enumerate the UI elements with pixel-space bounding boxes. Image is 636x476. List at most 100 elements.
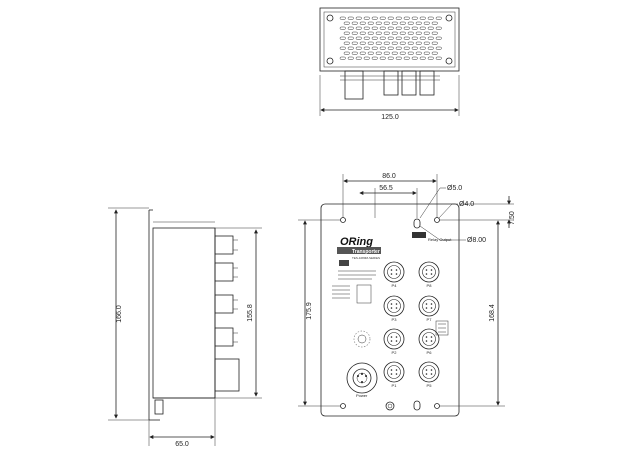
vent-slot bbox=[403, 56, 410, 60]
vent-slot bbox=[343, 31, 350, 35]
m12-port: P4 bbox=[383, 261, 405, 288]
side-connector bbox=[214, 294, 234, 314]
vent-slot bbox=[419, 26, 426, 30]
vent-slot bbox=[339, 46, 346, 50]
vent-slot bbox=[391, 41, 398, 45]
port-label: P8 bbox=[427, 283, 433, 288]
vent-slot bbox=[427, 36, 434, 40]
vent-slot bbox=[339, 16, 346, 20]
depth-dimension: 65.0 bbox=[175, 441, 189, 448]
vent-slot bbox=[391, 21, 398, 25]
vent-slot bbox=[371, 16, 378, 20]
panel-height-dimension: 175.9 bbox=[306, 302, 313, 320]
side-connector bbox=[214, 358, 240, 392]
port-label: P6 bbox=[427, 350, 433, 355]
top-view-inner-frame bbox=[323, 11, 456, 68]
vent-slot bbox=[435, 36, 442, 40]
vent-slot bbox=[399, 51, 406, 55]
vent-slot bbox=[355, 16, 362, 20]
vent-slot bbox=[387, 36, 394, 40]
vent-slot bbox=[415, 21, 422, 25]
vent-slot bbox=[395, 26, 402, 30]
vent-slot bbox=[431, 51, 438, 55]
vent-slot bbox=[419, 16, 426, 20]
front-panel bbox=[320, 203, 460, 417]
vent-slot bbox=[435, 26, 442, 30]
screw-icon bbox=[326, 57, 334, 65]
vent-slot bbox=[383, 51, 390, 55]
m12-port: P3 bbox=[383, 295, 405, 322]
vent-slot bbox=[347, 26, 354, 30]
vent-slot bbox=[367, 21, 374, 25]
vent-slot bbox=[423, 41, 430, 45]
vent-slot bbox=[427, 26, 434, 30]
power-connector-inner bbox=[352, 368, 372, 388]
vent-slot bbox=[363, 26, 370, 30]
relay-label: Relay Output bbox=[428, 237, 452, 242]
vent-slot bbox=[379, 26, 386, 30]
small-hole-diameter: Ø4.0 bbox=[459, 201, 474, 208]
vent-slot bbox=[375, 21, 382, 25]
keyhole-icon bbox=[413, 400, 421, 411]
vent-slot bbox=[407, 31, 414, 35]
height-dimension: 166.0 bbox=[116, 305, 123, 323]
port-label: P3 bbox=[392, 317, 398, 322]
vent-slot bbox=[403, 26, 410, 30]
vent-slot bbox=[359, 41, 366, 45]
vent-slot bbox=[387, 56, 394, 60]
connector-housing bbox=[401, 70, 417, 96]
ground-screw-icon bbox=[387, 403, 393, 409]
product-subtitle: TES-1080M-SERIES bbox=[352, 256, 380, 260]
m12-port: P2 bbox=[383, 328, 405, 355]
vent-slot bbox=[407, 41, 414, 45]
console-port-icon bbox=[353, 330, 371, 348]
vent-slot bbox=[419, 46, 426, 50]
vent-slot bbox=[379, 46, 386, 50]
vent-slot bbox=[407, 21, 414, 25]
hole-pitch-dimension: 168.4 bbox=[489, 304, 496, 322]
vent-slot bbox=[363, 36, 370, 40]
vent-slot bbox=[367, 31, 374, 35]
vent-slot bbox=[431, 21, 438, 25]
vent-slot bbox=[427, 16, 434, 20]
vent-slot-grid bbox=[339, 16, 442, 60]
keyhole-icon bbox=[413, 218, 421, 229]
vent-slot bbox=[399, 41, 406, 45]
top-offset-dimension: 7.50 bbox=[509, 211, 516, 225]
vent-slot bbox=[427, 46, 434, 50]
vent-slot bbox=[355, 46, 362, 50]
screw-icon bbox=[445, 14, 453, 22]
port-label: P2 bbox=[392, 350, 398, 355]
vent-slot bbox=[379, 36, 386, 40]
vent-slot bbox=[411, 16, 418, 20]
vent-slot bbox=[395, 46, 402, 50]
vent-slot bbox=[435, 56, 442, 60]
side-connector bbox=[214, 235, 234, 255]
connector-housing bbox=[419, 70, 435, 96]
m12-port: P8 bbox=[418, 261, 440, 288]
relay-hole-diameter: Ø8.00 bbox=[467, 237, 486, 244]
vent-slot bbox=[387, 26, 394, 30]
m12-port: P7 bbox=[418, 295, 440, 322]
brand-logo: ORing bbox=[340, 236, 373, 248]
power-connector-icon bbox=[346, 362, 378, 394]
vent-slot bbox=[359, 51, 366, 55]
width-dimension: 125.0 bbox=[381, 114, 399, 121]
vent-slot bbox=[411, 56, 418, 60]
side-connector-stack bbox=[214, 235, 240, 392]
vent-slot bbox=[351, 41, 358, 45]
vent-slot bbox=[347, 56, 354, 60]
vent-slot bbox=[399, 31, 406, 35]
vent-slot bbox=[427, 56, 434, 60]
vent-slot bbox=[383, 31, 390, 35]
screw-icon bbox=[445, 57, 453, 65]
side-connector bbox=[214, 262, 234, 282]
vent-slot bbox=[415, 31, 422, 35]
vent-slot bbox=[395, 56, 402, 60]
vent-slot bbox=[383, 21, 390, 25]
vent-slot bbox=[383, 41, 390, 45]
connector-housing bbox=[344, 70, 364, 100]
vent-slot bbox=[339, 26, 346, 30]
m12-port: P6 bbox=[418, 328, 440, 355]
